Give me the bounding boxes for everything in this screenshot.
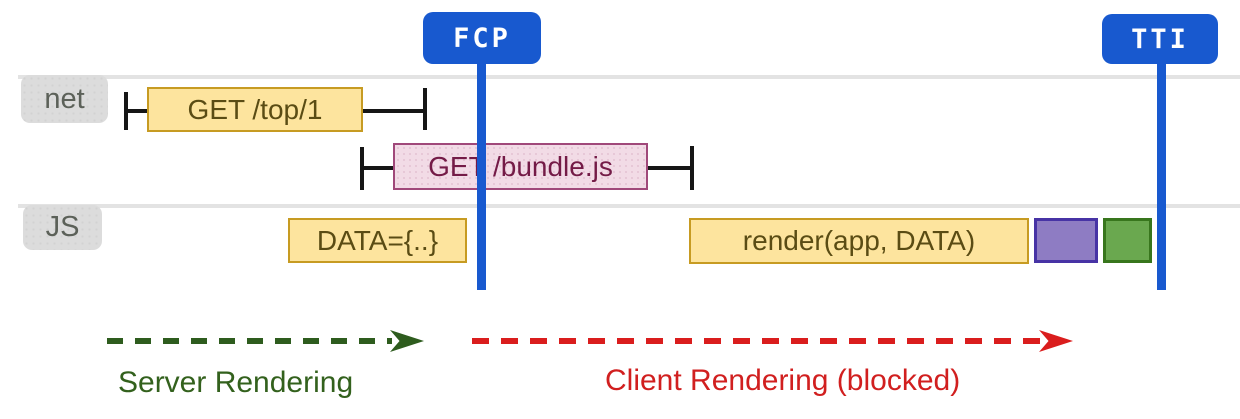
task-get-top-text: GET /top/1 [187, 93, 323, 125]
get-bundle-end-whisker [646, 166, 690, 170]
client-rendering-label: Client Rendering (blocked) [605, 364, 960, 398]
lane-line-net [18, 75, 1240, 79]
server-rendering-arrow-head-icon [390, 329, 424, 353]
lane-label-js-text: JS [45, 211, 80, 243]
server-rendering-label-text: Server Rendering [118, 366, 354, 399]
task-get-bundle-text: GET /bundle.js [428, 150, 613, 182]
tti-marker-line [1157, 60, 1166, 290]
task-render-call: render(app, DATA) [689, 218, 1029, 264]
task-block-purple [1034, 218, 1098, 263]
fcp-marker-badge: FCP [423, 12, 541, 64]
task-data-assign: DATA={..} [288, 218, 467, 263]
task-get-bundle: GET /bundle.js [393, 143, 648, 190]
get-bundle-start-whisker [363, 166, 394, 170]
get-top-start-tick [124, 92, 128, 130]
task-block-green [1103, 218, 1152, 263]
get-top-end-whisker [361, 109, 423, 113]
tti-badge-text: TTI [1131, 23, 1189, 55]
fcp-marker-line [477, 60, 486, 290]
task-get-top: GET /top/1 [147, 87, 363, 132]
get-bundle-start-tick [360, 147, 364, 190]
client-rendering-label-text: Client Rendering (blocked) [605, 364, 961, 397]
get-top-start-whisker [127, 109, 149, 113]
task-render-call-text: render(app, DATA) [742, 225, 976, 256]
client-rendering-arrow-head-icon [1039, 329, 1073, 353]
get-top-end-tick [423, 88, 427, 130]
tti-marker-badge: TTI [1102, 14, 1218, 64]
task-data-assign-text: DATA={..} [316, 224, 439, 256]
lane-label-js: JS [23, 205, 102, 250]
fcp-badge-text: FCP [453, 22, 511, 54]
get-bundle-end-tick [690, 146, 694, 190]
lane-label-net: net [21, 75, 108, 123]
client-rendering-arrow-dashes [472, 338, 1040, 344]
server-rendering-label: Server Rendering [118, 366, 354, 400]
server-rendering-arrow-dashes [107, 338, 392, 344]
lane-line-js [18, 204, 1240, 208]
lane-label-net-text: net [44, 82, 85, 115]
